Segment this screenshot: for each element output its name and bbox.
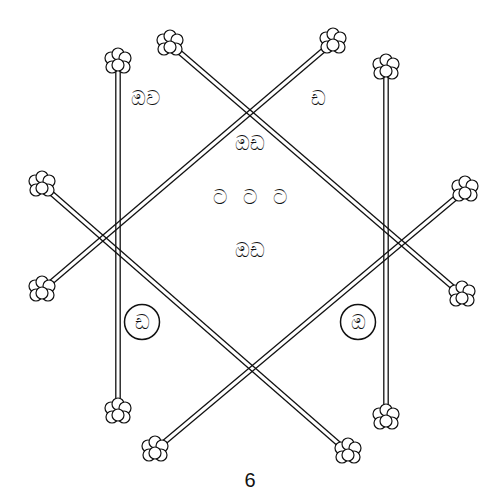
circled-letter: ඩ — [123, 303, 161, 341]
flower-ornament — [320, 28, 346, 53]
yantra-letter: ට ට ට — [213, 187, 288, 207]
yantra-line — [115, 62, 116, 412]
yantra-letter: ඔඩ — [235, 133, 265, 153]
yantra-line — [171, 42, 463, 293]
figure-number: 6 — [244, 470, 255, 490]
flower-petal — [342, 449, 354, 461]
circle-outline — [341, 305, 376, 340]
circle-letter: ඩ — [135, 312, 150, 332]
flower-ornament — [373, 54, 399, 79]
flower-petal — [380, 415, 392, 427]
yantra-line — [383, 68, 384, 418]
yantra-line — [43, 183, 349, 450]
yantra-line — [154, 188, 464, 448]
flower-petal — [112, 409, 124, 421]
yantra-letter: ඩ — [311, 88, 326, 108]
flower-petal — [164, 41, 176, 53]
yantra-line — [156, 192, 466, 452]
yantra-line — [41, 40, 332, 288]
yantra-letter: ඔඩ — [235, 240, 265, 260]
flower-petal — [149, 447, 161, 459]
flower-petal — [456, 292, 468, 304]
flower-petal — [36, 287, 48, 299]
flower-petal — [112, 59, 124, 71]
flower-petal — [36, 182, 48, 194]
flower-ornament — [335, 438, 361, 463]
flower-ornament — [105, 398, 131, 423]
flower-ornament — [452, 176, 478, 201]
yantra-line — [120, 62, 121, 412]
flower-ornament — [142, 436, 168, 461]
flower-ornament — [373, 404, 399, 429]
yantra-line — [41, 187, 347, 454]
flower-ornament — [29, 276, 55, 301]
yantra-line — [388, 68, 389, 418]
flower-petal — [459, 187, 471, 199]
flower-petal — [380, 65, 392, 77]
yantra-line — [43, 44, 334, 292]
circle-outline — [125, 305, 160, 340]
yantra-letter: ඔව — [131, 88, 160, 108]
flower-ornament — [29, 171, 55, 196]
flower-ornament — [157, 30, 183, 55]
circle-letter: ඔ — [351, 312, 366, 332]
flower-ornament — [449, 281, 475, 306]
yantra-line — [169, 46, 461, 297]
circled-letter: ඔ — [339, 303, 377, 341]
flower-ornament — [105, 48, 131, 73]
flower-petal — [327, 39, 339, 51]
